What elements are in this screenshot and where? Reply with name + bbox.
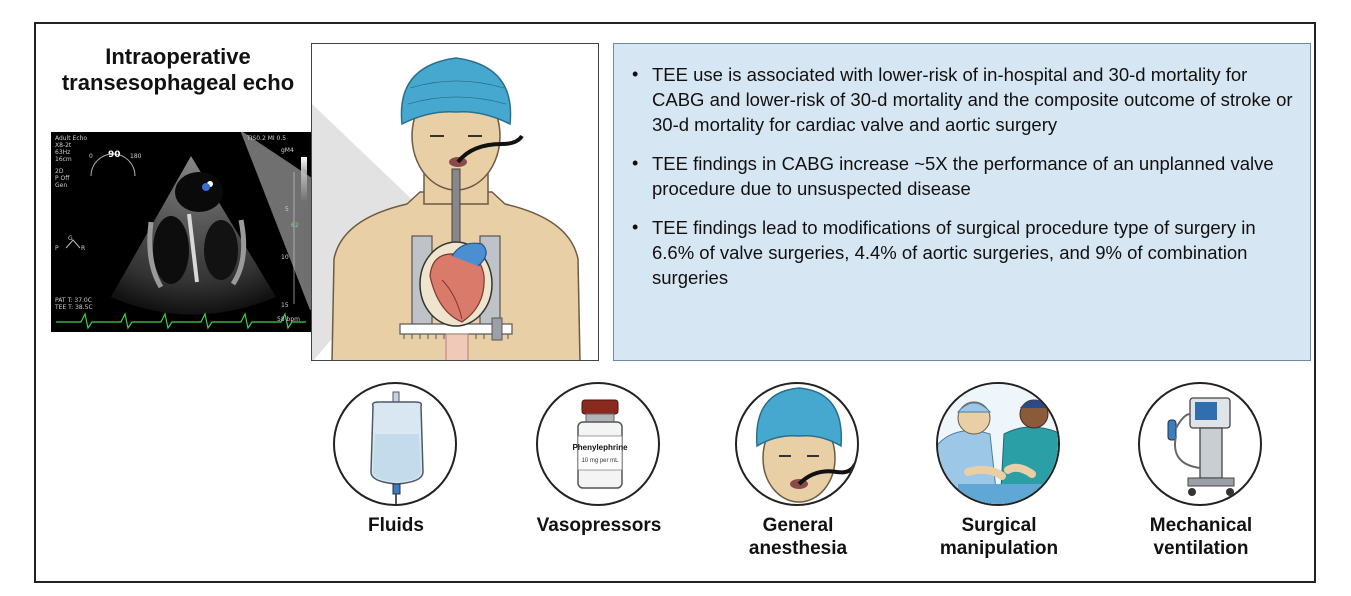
echo-text-depth: 16cm <box>55 156 72 163</box>
echo-chamber <box>175 172 223 212</box>
ventilator-base <box>1187 477 1235 487</box>
ventilator-tubing <box>1174 413 1201 469</box>
vial-label-dose: 10 mg per mL <box>581 458 619 464</box>
iv-port <box>392 483 401 495</box>
echo-text-preset: Adult Echo <box>55 135 88 142</box>
ventilator-icon <box>1167 397 1235 496</box>
patient-diagram <box>312 57 581 360</box>
echo-text-gen: Gen <box>55 182 68 189</box>
finding-item-mortality: TEE use is associated with lower-risk of… <box>632 62 1294 137</box>
echo-text-map: gM4 <box>281 147 294 154</box>
echo-septum <box>187 213 199 283</box>
finding-item-modifications: TEE findings lead to modifications of su… <box>632 215 1294 290</box>
surgeon-left-cap <box>956 402 992 413</box>
factor-label: Fluids <box>368 515 424 536</box>
echo-text-probe: X8-2t <box>55 142 72 149</box>
echo-text-power: P Off <box>55 175 70 182</box>
vial-cap <box>581 399 619 415</box>
echo-text-rate: 63Hz <box>55 149 71 156</box>
echo-chamber <box>204 220 238 280</box>
heart <box>429 252 485 323</box>
ventilator-screen <box>1195 402 1217 420</box>
factor-label: Mechanical ventilation <box>1149 515 1253 559</box>
echo-orient-r: R <box>81 245 86 252</box>
tee-probe-cable <box>456 134 524 164</box>
echo-wall <box>147 221 164 289</box>
echo-text-pat-temp: PAT T: 37.0C <box>55 297 92 304</box>
factor-circle <box>1138 382 1262 506</box>
echo-text-mode: 2D <box>55 168 64 175</box>
echo-text-tee-temp: TEE T: 38.5C <box>55 304 93 311</box>
echo-angle-min: 0 <box>89 153 93 160</box>
ventilator-body <box>1199 427 1223 479</box>
echo-angle-dial <box>90 153 136 177</box>
surgeon-arms <box>964 463 1036 480</box>
surgeon-right-cap <box>1020 400 1048 408</box>
ventilator-wheel <box>1188 488 1196 496</box>
factor-circle: Phenylephrine 10 mg per mL <box>536 382 660 506</box>
echo-text-tis: TIS0.2 MI 0.5 <box>247 135 287 142</box>
finding-item-valve-procedure: TEE findings in CABG increase ~5X the pe… <box>632 151 1294 201</box>
factor-label: Surgical manipulation <box>939 515 1059 559</box>
vial-label-name: Phenylephrine <box>572 443 628 452</box>
factor-circle <box>333 382 457 506</box>
echo-chamber <box>153 216 189 284</box>
iv-fluid <box>373 434 421 482</box>
factor-label: General anesthesia <box>748 515 848 559</box>
findings-panel: TEE use is associated with lower-risk of… <box>613 43 1311 361</box>
factor-circle <box>735 382 859 506</box>
factor-label: Vasopressors <box>536 515 662 536</box>
echo-title: Intraoperative transesophageal echo <box>61 44 295 95</box>
echo-orient-p: P <box>55 245 59 252</box>
echo-wall <box>230 219 247 286</box>
iv-bag-icon <box>370 391 424 504</box>
vial-neck <box>585 413 615 423</box>
surgeons-icon <box>938 384 1058 504</box>
anesthesia-icon <box>755 387 857 503</box>
coronary-vessel <box>441 279 463 320</box>
cap-pattern <box>407 80 507 105</box>
incision <box>445 333 469 360</box>
ventilator-wheel <box>1226 488 1234 496</box>
retractor-crank <box>491 317 503 341</box>
factor-circle <box>936 382 1060 506</box>
ventilator-humidifier <box>1167 419 1177 441</box>
vial-label <box>577 435 623 471</box>
surgical-cap <box>755 387 843 448</box>
echo-angle-max: 180 <box>130 153 142 160</box>
findings-list: TEE use is associated with lower-risk of… <box>614 44 1310 290</box>
ecg-trace <box>56 312 306 330</box>
echo-angle-value: 90 <box>108 150 121 160</box>
patient-diagram-panel <box>311 43 599 361</box>
vial-icon: Phenylephrine 10 mg per mL <box>572 399 628 489</box>
echo-orient-g: G <box>68 235 73 242</box>
echo-orientation-arrow <box>65 239 81 249</box>
echo-depth-tick-15: 15 <box>281 302 289 309</box>
surgical-cap <box>400 57 512 126</box>
aorta <box>451 242 487 267</box>
echo-orientation-icon <box>202 183 210 191</box>
echo-heart-rate: 58 bpm <box>277 316 301 323</box>
echo-depth-tick-10: 10 <box>281 254 289 261</box>
